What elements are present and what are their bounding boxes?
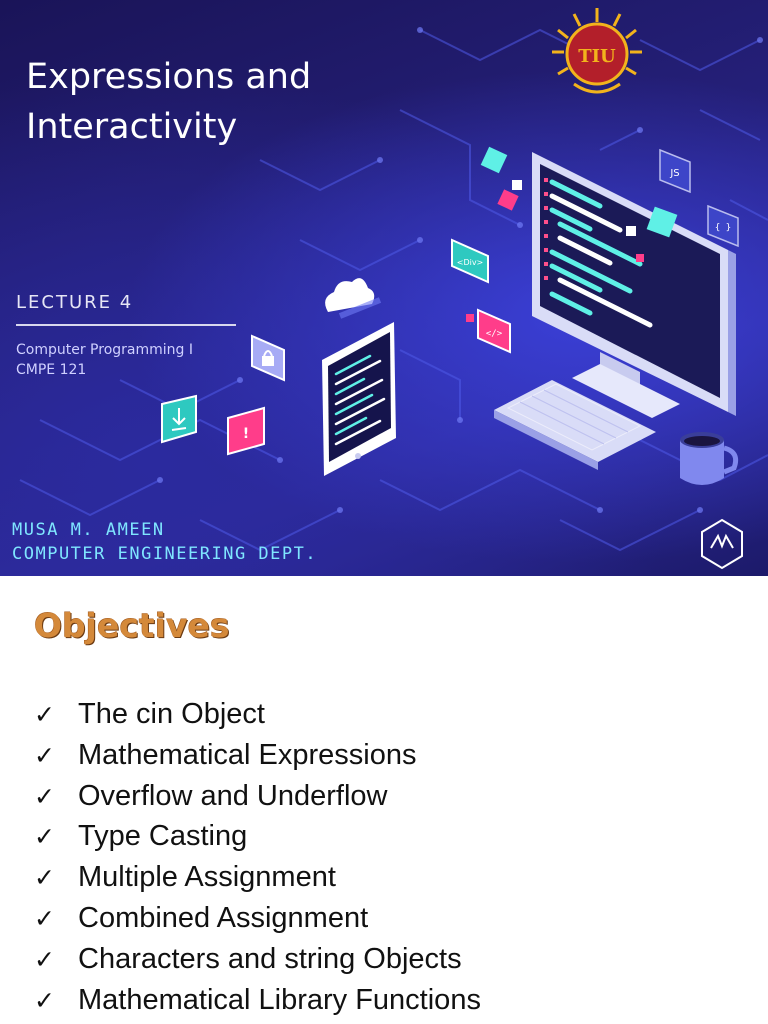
course-info: Computer Programming I CMPE 121 (16, 340, 193, 380)
svg-text:{ }: { } (715, 223, 731, 233)
objective-label: Characters and string Objects (78, 942, 462, 975)
objective-item: ✓ Mathematical Library Functions (34, 980, 481, 1021)
code-lines (549, 179, 653, 328)
svg-text:<Div>: <Div> (457, 258, 484, 267)
checkmark-icon: ✓ (34, 740, 55, 770)
circuit-traces (19, 28, 768, 552)
js-badge-icon: JS (659, 148, 691, 194)
objective-label: Mathematical Expressions (78, 738, 417, 771)
objective-item: ✓ Type Casting (34, 816, 481, 857)
code-tag-icon: </> (477, 308, 511, 354)
author-dept: COMPUTER ENGINEERING DEPT. (12, 544, 318, 564)
objective-label: Mathematical Library Functions (78, 983, 481, 1016)
course-code: CMPE 121 (16, 362, 87, 378)
objective-label: Combined Assignment (78, 901, 369, 934)
svg-text:!: ! (243, 426, 249, 442)
checkmark-icon: ✓ (34, 700, 55, 729)
divider (16, 324, 236, 326)
objective-item: ✓ Mathematical Expressions (34, 735, 481, 776)
checkmark-icon: ✓ (34, 903, 55, 933)
lock-icon (251, 334, 285, 382)
circuit-nodes (157, 27, 763, 513)
author-name: MUSA M. AMEEN (12, 520, 165, 540)
logo-text: TIU (578, 46, 616, 67)
title-slide: TIU (0, 0, 768, 576)
checkmark-icon: ✓ (34, 822, 55, 852)
alert-icon: ! (227, 406, 265, 456)
brand-mark-icon (701, 518, 743, 570)
checkmark-icon: ✓ (34, 985, 55, 1015)
checkmark-icon: ✓ (34, 781, 55, 811)
objective-label: Type Casting (78, 820, 248, 853)
objective-item: ✓ Characters and string Objects (34, 939, 481, 980)
title-line-1: Expressions and (26, 57, 312, 97)
tablet (322, 322, 396, 476)
title-line-2: Interactivity (26, 107, 238, 147)
circuit-illustration: TIU (19, 8, 768, 570)
svg-text:</>: </> (486, 329, 503, 339)
objective-label: The cin Object (78, 698, 265, 730)
slide-title: Expressions and Interactivity (26, 52, 356, 152)
checkmark-icon: ✓ (34, 944, 55, 974)
objective-label: Overflow and Underflow (78, 779, 388, 812)
objectives-heading: Objectives (34, 606, 230, 645)
objectives-slide: Objectives ✓ The cin Object ✓ Mathematical… (0, 576, 768, 1024)
objective-label: Multiple Assignment (78, 861, 336, 894)
objective-item: ✓ Overflow and Underflow (34, 776, 481, 817)
course-name: Computer Programming I (16, 342, 193, 358)
keyboard (494, 380, 656, 470)
objective-item: ✓ Multiple Assignment (34, 857, 481, 898)
coffee-mug-icon (680, 432, 739, 485)
lecture-label: LECTURE 4 (16, 292, 134, 313)
cloud-icon (325, 278, 382, 319)
objectives-list: ✓ The cin Object ✓ Mathematical Expression… (34, 694, 481, 1020)
download-icon (161, 394, 197, 444)
objective-item: ✓ The cin Object (34, 694, 481, 735)
checkmark-icon: ✓ (34, 863, 55, 893)
objective-item: ✓ Combined Assignment (34, 898, 481, 939)
floating-tiles (466, 146, 678, 322)
author-block: MUSA M. AMEEN COMPUTER ENGINEERING DEPT. (12, 518, 317, 566)
div-badge-icon: <Div> (451, 238, 489, 284)
university-logo: TIU (552, 8, 642, 94)
monitor (532, 152, 736, 418)
braces-badge-icon: { } (707, 204, 739, 248)
svg-text:JS: JS (669, 168, 679, 179)
